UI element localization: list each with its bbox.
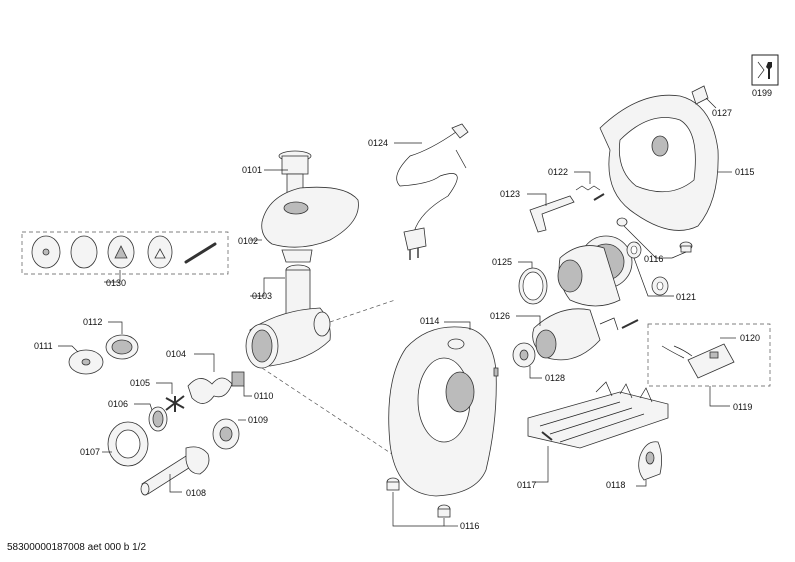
main-housing-0114	[388, 326, 499, 497]
hopper-0102	[261, 186, 359, 263]
label-0120: 0120	[740, 333, 760, 343]
label-0105: 0105	[130, 378, 150, 388]
disc-0111	[68, 349, 104, 375]
wrench-icon	[751, 54, 779, 86]
label-0104: 0104	[166, 349, 186, 359]
label-0119: 0119	[733, 402, 752, 412]
rotor-0126	[532, 308, 639, 361]
label-0110: 0110	[254, 391, 273, 401]
disc-set-box	[21, 231, 229, 275]
label-0127: 0127	[712, 108, 732, 118]
label-0121: 0121	[676, 292, 696, 302]
power-cord-0124	[396, 123, 469, 260]
label-0115: 0115	[735, 167, 754, 177]
label-0111: 0111	[34, 341, 53, 351]
label-0101: 0101	[242, 165, 262, 175]
sausage-funnel-0108	[140, 446, 210, 496]
o-ring-0125	[518, 267, 548, 305]
label-0130: 0130	[106, 278, 126, 288]
motor-0121	[557, 235, 633, 307]
foot-left	[386, 477, 400, 491]
label-0109: 0109	[248, 415, 268, 425]
plate-0106	[148, 406, 168, 432]
label-0128: 0128	[545, 373, 565, 383]
label-0102: 0102	[238, 236, 258, 246]
label-0125: 0125	[492, 257, 512, 267]
label-0123: 0123	[500, 189, 520, 199]
bearing-0128	[512, 342, 536, 368]
label-0116-bottom: 0116	[460, 521, 479, 531]
washer-0121a	[626, 241, 642, 259]
ring-nut-0107	[107, 421, 149, 467]
worm-0104	[187, 371, 245, 404]
label-0118: 0118	[606, 480, 625, 490]
cover-0118	[638, 441, 662, 481]
feed-tube-0103	[245, 264, 331, 369]
drawing-id: 58300000187008 aet 000 b 1/2	[7, 542, 147, 553]
grommet-0116	[616, 217, 693, 253]
switch-module-box	[647, 323, 771, 387]
knob-0127	[691, 85, 709, 105]
label-0126: 0126	[490, 311, 510, 321]
rear-cover-0115	[599, 94, 719, 231]
label-0199: 0199	[752, 88, 772, 98]
label-0107: 0107	[80, 447, 100, 457]
label-0124: 0124	[368, 138, 388, 148]
label-0103: 0103	[252, 291, 272, 301]
spring-0122	[575, 185, 605, 201]
label-0116-top: 0116	[644, 254, 663, 264]
switch-0120	[661, 343, 735, 379]
label-0108: 0108	[186, 488, 206, 498]
washer-0121b	[651, 276, 669, 296]
disc-set	[31, 235, 217, 269]
foot-right	[437, 504, 451, 518]
knife-0105	[165, 395, 185, 412]
label-0106: 0106	[108, 399, 128, 409]
bracket-0123	[529, 195, 575, 233]
label-0114: 0114	[420, 316, 439, 326]
label-0117: 0117	[517, 480, 536, 490]
spacer-0109	[212, 418, 240, 450]
disc-0112	[105, 334, 139, 360]
label-0112: 0112	[83, 317, 102, 327]
base-plate-0117	[527, 381, 669, 449]
label-0122: 0122	[548, 167, 568, 177]
